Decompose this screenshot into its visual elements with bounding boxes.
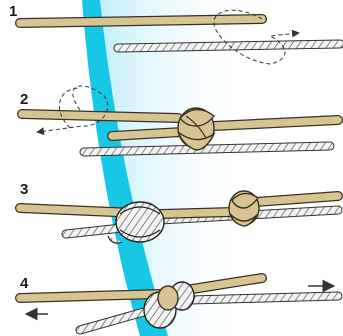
tan-knot (229, 191, 259, 226)
step-number-1: 1 (9, 4, 17, 19)
step-number-2: 2 (20, 92, 28, 107)
step-number-3: 3 (20, 182, 28, 197)
step-number-4: 4 (20, 276, 28, 291)
